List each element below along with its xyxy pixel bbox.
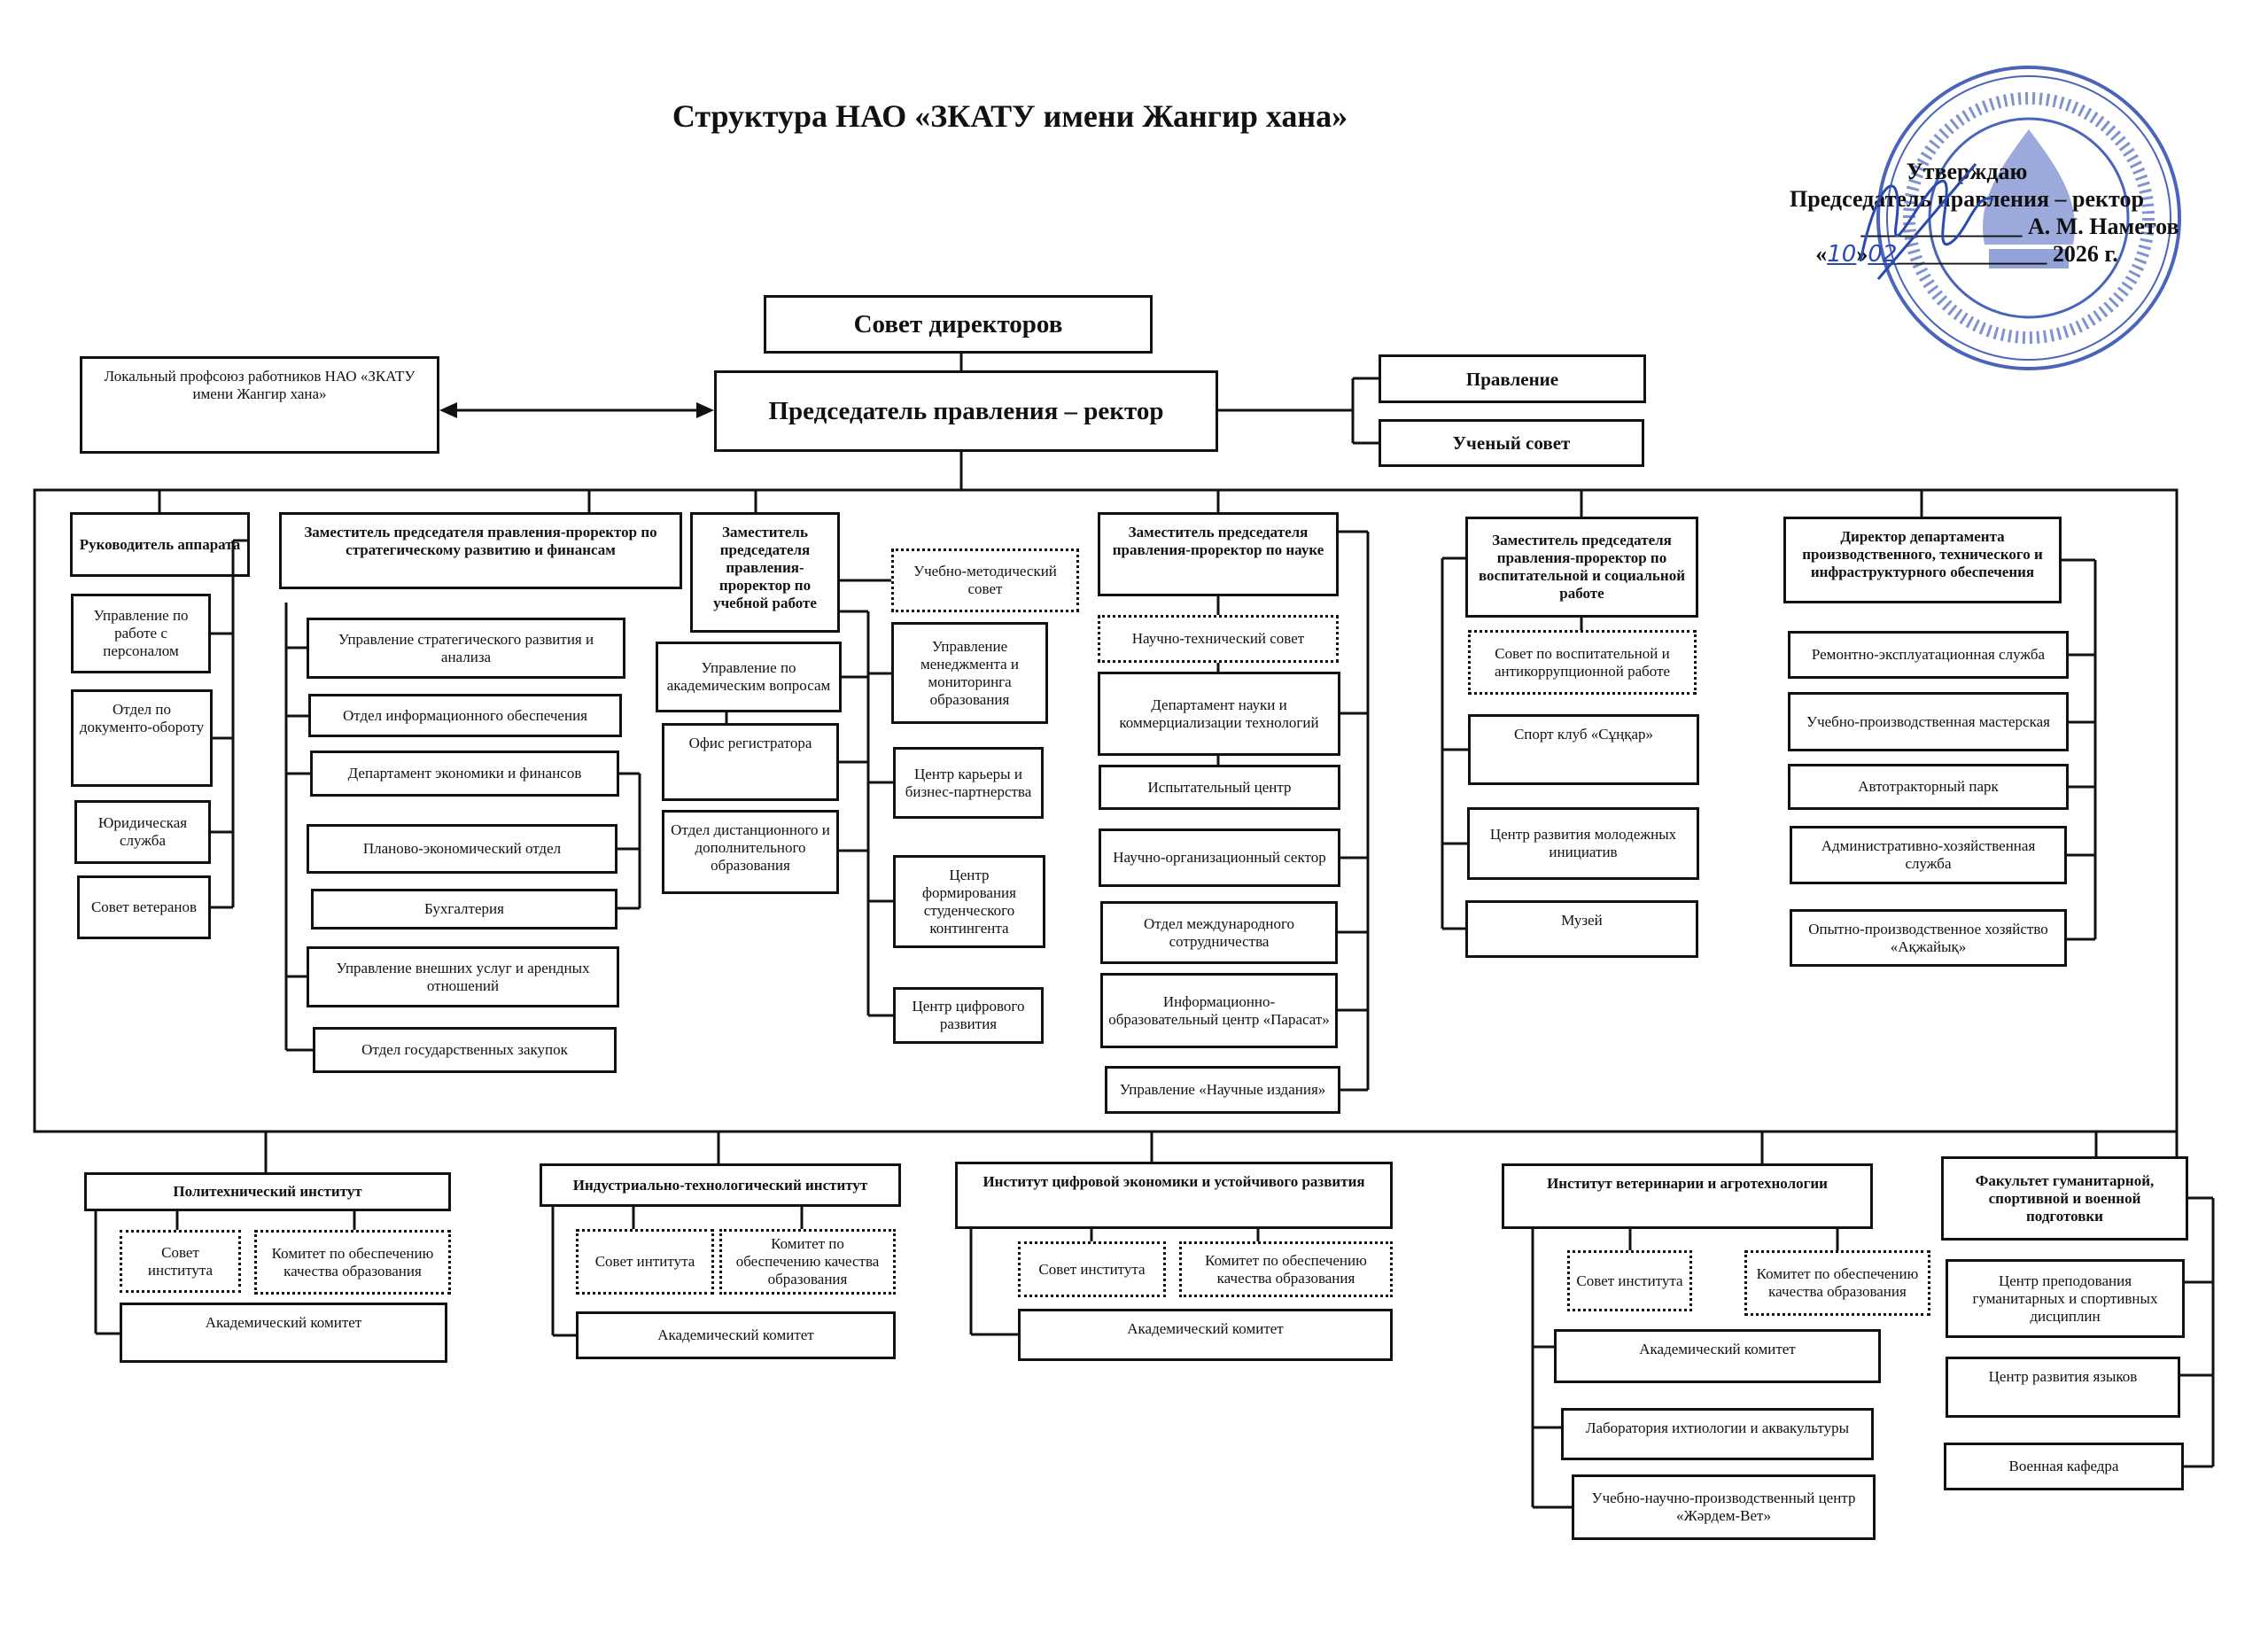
org-unit-vp-strategy: Заместитель председателя правления-проре… [279, 512, 682, 589]
org-unit-ichthyology-lab: Лаборатория ихтиологии и аквакультуры [1561, 1408, 1874, 1460]
org-unit-vet-quality: Комитет по обеспечению качества образова… [1744, 1250, 1930, 1316]
approval-name: А. М. Наметов [2027, 214, 2179, 239]
approval-year: 2026 г. [2052, 241, 2118, 267]
org-unit-ind-quality: Комитет по обеспечению качества образова… [719, 1229, 896, 1295]
org-unit-docflow: Отдел по документо-обороту [71, 689, 213, 787]
org-unit-military-dept: Военная кафедра [1944, 1443, 2184, 1490]
org-unit-methodical-council: Учебно-методический совет [891, 548, 1079, 612]
subordinate-units-frame [33, 488, 2179, 1133]
org-unit-poly-quality: Комитет по обеспечению качества образова… [254, 1230, 451, 1295]
org-unit-poly-inst: Политехнический институт [84, 1172, 451, 1211]
double-arrow-icon [439, 402, 714, 418]
org-unit-union: Локальный профсоюз работников НАО «ЗКАТУ… [80, 356, 439, 454]
signature [1859, 163, 1994, 280]
approval-approve: Утверждаю [1906, 159, 2028, 184]
approval-block: Утверждаю Председатель правления – ректо… [1736, 158, 2197, 268]
org-unit-dig-academic: Академический комитет [1018, 1309, 1393, 1361]
org-unit-hum-center: Центр преподования гуманитарных и спорти… [1946, 1259, 2185, 1338]
org-unit-digital-center: Центр цифрового развития [893, 987, 1044, 1044]
org-unit-hr: Управление по работе с персоналом [71, 594, 211, 673]
org-unit-parasat: Информационно-образовательный центр «Пар… [1100, 973, 1338, 1048]
org-unit-testing-center: Испытательный центр [1099, 765, 1340, 810]
org-unit-external-services: Управление внешних услуг и арендных отно… [307, 946, 619, 1007]
org-unit-board: Совет директоров [764, 295, 1153, 354]
org-unit-farm: Опытно-производственное хозяйство «Ақжай… [1790, 909, 2067, 967]
org-unit-maintenance: Ремонтно-эксплуатационная служба [1788, 631, 2069, 679]
org-unit-infra-director: Директор департамента производственного,… [1783, 517, 2062, 603]
org-unit-sport-club: Спорт клуб «Сұңқар» [1468, 714, 1699, 785]
org-unit-chief-of-staff: Руководитель аппарата [70, 512, 250, 577]
org-unit-vet-academic: Академический комитет [1554, 1329, 1881, 1383]
org-unit-vet-inst: Институт ветеринарии и агротехнологии [1502, 1163, 1873, 1229]
org-unit-academic-council: Ученый совет [1379, 419, 1644, 467]
org-unit-dig-quality: Комитет по обеспечению качества образова… [1179, 1241, 1393, 1297]
org-unit-sci-org-sector: Научно-организационный сектор [1099, 828, 1340, 887]
org-unit-enrollment-center: Центр формирования студенческого континг… [893, 855, 1045, 948]
org-unit-intl-dept: Отдел международного сотрудничества [1100, 901, 1338, 964]
org-unit-poly-council: Совет института [120, 1230, 241, 1293]
org-unit-quality-mgmt: Управление менеджмента и мониторинга обр… [891, 622, 1048, 724]
document-title: Структура НАО «ЗКАТУ имени Жангир хана» [672, 98, 1348, 134]
org-unit-econ-dept: Департамент экономики и финансов [310, 751, 619, 797]
org-unit-ind-inst: Индустриально-технологический институт [540, 1163, 901, 1207]
org-unit-youth-center: Центр развития молодежных инициатив [1467, 807, 1699, 880]
org-unit-museum: Музей [1465, 900, 1698, 958]
org-unit-dig-council: Совет института [1018, 1241, 1166, 1297]
org-unit-poly-academic: Академический комитет [120, 1303, 447, 1363]
org-unit-workshop: Учебно-производственная мастерская [1788, 692, 2069, 751]
org-unit-it-dept: Отдел информационного обеспечения [308, 694, 622, 737]
org-unit-vp-social: Заместитель председателя правления-проре… [1465, 517, 1698, 618]
official-stamp [1876, 66, 2181, 370]
org-unit-registrar: Офис регистратора [662, 723, 839, 801]
org-unit-career-center: Центр карьеры и бизнес-партнерства [893, 747, 1044, 819]
org-unit-strategy-dept: Управление стратегического развития и ан… [307, 618, 625, 679]
org-unit-accounting: Бухгалтерия [311, 889, 617, 930]
approval-day: 10 [1827, 241, 1857, 268]
org-unit-vp-science: Заместитель председателя правления-проре… [1098, 512, 1339, 596]
org-unit-vp-academic: Заместитель председателя правления-проре… [690, 512, 840, 633]
approval-position: Председатель правления – ректор [1790, 186, 2144, 212]
org-unit-anticorruption-council: Совет по воспитательной и антикоррупцион… [1468, 630, 1697, 695]
org-unit-motor-park: Автотракторный парк [1788, 764, 2069, 810]
org-unit-academic-affairs: Управление по академическим вопросам [656, 642, 842, 712]
org-unit-planning-dept: Планово-экономический отдел [307, 824, 617, 874]
org-unit-legal: Юридическая служба [74, 800, 211, 864]
org-unit-zhardem-vet: Учебно-научно-производственный центр «Жә… [1572, 1474, 1876, 1540]
org-unit-admin-service: Административно-хозяйственная служба [1790, 826, 2067, 884]
org-unit-publications: Управление «Научные издания» [1105, 1066, 1340, 1114]
org-unit-hum-faculty: Факультет гуманитарной, спортивной и вое… [1941, 1156, 2188, 1241]
org-unit-distance-ed: Отдел дистанционного и дополнительного о… [662, 810, 839, 894]
org-unit-ind-council: Совет интитута [576, 1229, 714, 1295]
org-unit-sci-tech-council: Научно-технический совет [1098, 615, 1339, 663]
org-unit-lang-center: Центр развития языков [1946, 1357, 2180, 1418]
org-unit-procurement: Отдел государственных закупок [313, 1027, 617, 1073]
org-unit-rector: Председатель правления – ректор [714, 370, 1218, 452]
org-unit-veterans: Совет ветеранов [77, 875, 211, 939]
org-unit-management-board: Правление [1379, 354, 1646, 403]
org-unit-science-dept: Департамент науки и коммерциализации тех… [1098, 672, 1340, 756]
org-unit-ind-academic: Академический комитет [576, 1311, 896, 1359]
quote-open: « [1815, 241, 1828, 267]
org-unit-dig-inst: Институт цифровой экономики и устойчивог… [955, 1162, 1393, 1229]
org-unit-vet-council: Совет института [1567, 1250, 1692, 1311]
